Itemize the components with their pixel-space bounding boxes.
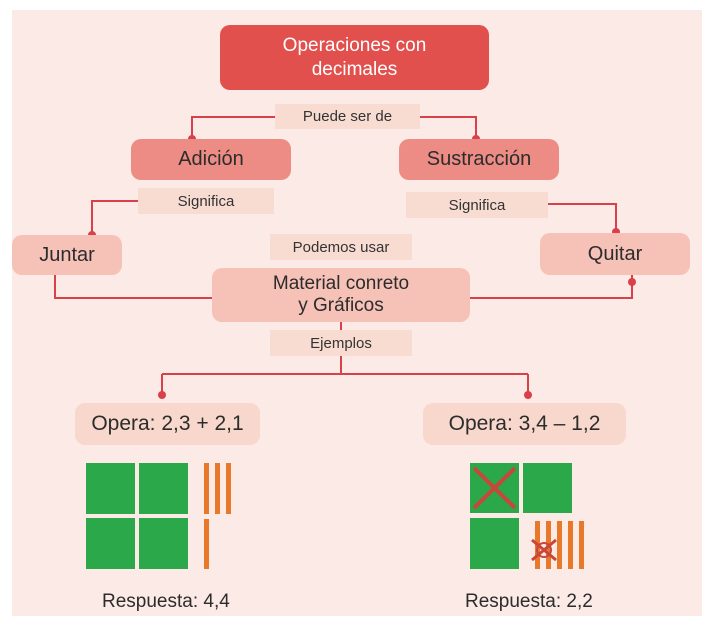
unit-square bbox=[523, 463, 572, 513]
unit-square bbox=[86, 463, 135, 514]
unit-square bbox=[470, 518, 519, 569]
connector-ejemplos: Ejemplos bbox=[270, 330, 412, 356]
cross-mark-rods bbox=[531, 538, 557, 562]
dot-example-left bbox=[158, 391, 166, 399]
connector-significa-left: Significa bbox=[138, 188, 274, 214]
tenth-rod bbox=[204, 463, 209, 514]
title-line-1: Operaciones con bbox=[282, 34, 427, 56]
cross-circle bbox=[536, 542, 552, 558]
tenth-rod bbox=[204, 519, 209, 569]
connector-puede-ser-de: Puede ser de bbox=[275, 104, 420, 129]
line-adicion-juntar bbox=[91, 200, 138, 235]
unit-square bbox=[139, 518, 188, 569]
node-adicion: Adición bbox=[131, 139, 291, 180]
cross-mark bbox=[472, 466, 517, 510]
tenth-rod bbox=[579, 521, 584, 569]
line-sustraccion-quitar bbox=[548, 203, 617, 232]
unit-square bbox=[139, 463, 188, 514]
line-quitar-material bbox=[470, 274, 633, 299]
tenth-rod bbox=[568, 521, 573, 569]
node-material: Material conreto y Gráficos bbox=[212, 268, 470, 322]
material-line-1: Material conreto bbox=[272, 273, 410, 294]
material-line-2: y Gráficos bbox=[298, 295, 384, 316]
line-top-right bbox=[420, 116, 477, 139]
title-line-2: decimales bbox=[311, 58, 398, 80]
tenth-rod bbox=[226, 463, 231, 514]
example-left-operation: Opera: 2,3 + 2,1 bbox=[75, 403, 260, 445]
unit-square bbox=[86, 518, 135, 569]
dot-example-right bbox=[524, 391, 532, 399]
connector-significa-right: Significa bbox=[406, 192, 548, 218]
dot-material-right bbox=[628, 278, 636, 286]
tenth-rod bbox=[215, 463, 220, 514]
answer-left: Respuesta: 4,4 bbox=[102, 591, 230, 612]
node-juntar: Juntar bbox=[12, 235, 122, 275]
line-top-left bbox=[191, 116, 275, 139]
title-node: Operaciones con decimales bbox=[220, 25, 489, 90]
example-right-operation: Opera: 3,4 – 1,2 bbox=[423, 403, 626, 445]
node-quitar: Quitar bbox=[540, 233, 690, 275]
node-sustraccion: Sustracción bbox=[399, 139, 559, 180]
blocks-right bbox=[470, 463, 584, 569]
answer-right: Respuesta: 2,2 bbox=[465, 591, 593, 612]
blocks-left bbox=[86, 463, 231, 569]
tenth-rod bbox=[557, 521, 562, 569]
line-juntar-material bbox=[54, 274, 212, 299]
connector-podemos-usar: Podemos usar bbox=[270, 234, 412, 260]
